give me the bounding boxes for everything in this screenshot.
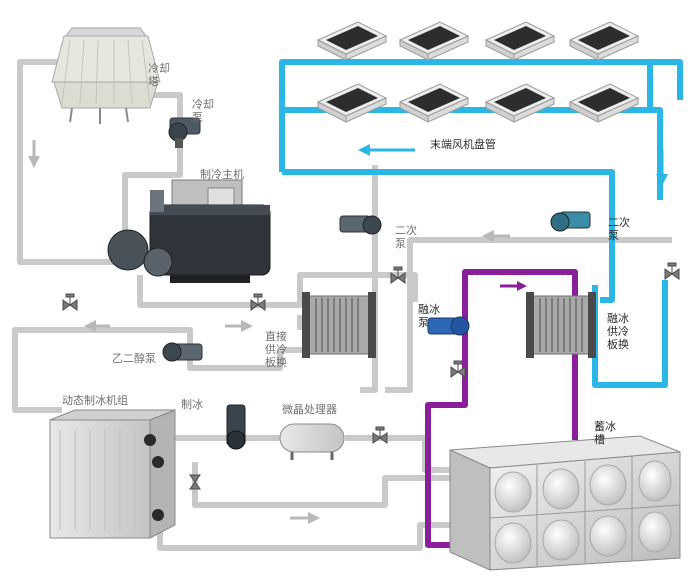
valve — [189, 474, 201, 490]
crystal-processor — [279, 423, 345, 460]
fan-coil-right-riser — [647, 62, 663, 200]
crystal-to-tank-pipe — [345, 435, 450, 473]
ice-making-pump — [226, 404, 246, 450]
label-glycol-pump: 乙二醇泵 — [112, 352, 156, 365]
flow-arrow-tank-right-head — [308, 512, 320, 524]
gray-flow-arrows — [28, 140, 510, 524]
ice-storage-tank — [449, 435, 681, 571]
label-ice-making: 制冰 — [181, 398, 203, 411]
direct-plate-lower-pipe — [130, 327, 305, 371]
label-chiller: 制冷主机 — [200, 168, 244, 181]
label-secondary-pump-left: 二次泵 — [395, 224, 417, 250]
melt-plate-heat-exchanger — [526, 292, 596, 358]
fan-coil-unit — [484, 21, 556, 61]
melt-plate-blue-upper — [600, 220, 615, 303]
label-ice-machine: 动态制冰机组 — [62, 394, 128, 407]
label-melt-plate: 融冰供冷板换 — [607, 312, 629, 351]
label-ice-tank: 蓄冰槽 — [594, 420, 616, 446]
blue-pipe-network — [279, 59, 683, 388]
flow-arrow-melt-head — [517, 281, 527, 291]
secondary-pump-left-pipe — [360, 165, 378, 393]
valve — [390, 266, 406, 284]
label-secondary-pump-right: 二次泵 — [608, 216, 630, 242]
secondary-pump-left — [339, 215, 382, 235]
fan-coil-unit — [316, 83, 388, 123]
purple-flow-arrow — [500, 281, 527, 291]
flow-arrow-secondary-left-head — [482, 230, 494, 242]
chiller-unit — [107, 179, 271, 283]
dynamic-ice-machine — [49, 409, 176, 539]
tank-panel-dimples — [494, 460, 672, 564]
tank-return-pipe — [192, 462, 450, 508]
fan-coil-unit — [316, 21, 388, 61]
cooling-water-pipe-right — [122, 92, 183, 235]
purple-pipe-network — [425, 269, 578, 548]
label-crystal-processor: 微晶处理器 — [282, 403, 337, 416]
label-melt-pump: 融冰泵 — [418, 303, 440, 329]
flow-arrow-glycol-left-head — [84, 320, 96, 332]
blue-flow-arrows — [358, 144, 668, 186]
valve — [250, 293, 266, 311]
valve — [62, 293, 78, 311]
secondary-pump-right — [550, 211, 591, 232]
valve — [450, 360, 466, 378]
valve — [372, 426, 388, 444]
melt-supply-pipe — [462, 269, 578, 440]
direct-plate-heat-exchanger — [302, 292, 376, 358]
ice-machine-bottom-pipe — [157, 515, 450, 551]
label-cooling-pump: 冷却泵 — [192, 98, 214, 124]
label-fan-coil: 末端风机盘管 — [430, 138, 496, 151]
cooling-tower — [51, 27, 161, 124]
ice-machine-supply-pipe — [12, 327, 130, 413]
flow-arrow-direct-right-head — [241, 320, 253, 332]
valve — [664, 262, 680, 280]
melt-return-pipe — [425, 330, 468, 548]
fan-coil-unit — [484, 83, 556, 123]
cooling-pump — [168, 117, 201, 148]
flow-arrow-fan-coil-return-head — [358, 144, 370, 156]
valves — [62, 262, 680, 490]
fan-coil-unit — [398, 21, 470, 61]
flow-arrow-right-down-head — [656, 174, 668, 186]
label-cooling-tower: 冷却塔 — [148, 62, 170, 88]
fan-coil-return-pipe — [282, 169, 615, 220]
secondary-loop-right-pipe — [385, 237, 672, 393]
fan-coil-unit — [398, 83, 470, 123]
fan-coil-unit — [568, 83, 640, 123]
glycol-pump — [162, 342, 203, 362]
label-direct-plate: 直接供冷板换 — [265, 330, 287, 369]
melt-pump — [427, 316, 470, 336]
glycol-header-pipe — [137, 272, 418, 308]
flow-arrow-tower-down-head — [28, 156, 40, 168]
fan-coil-unit — [568, 21, 640, 61]
fan-coil-units — [316, 21, 640, 123]
